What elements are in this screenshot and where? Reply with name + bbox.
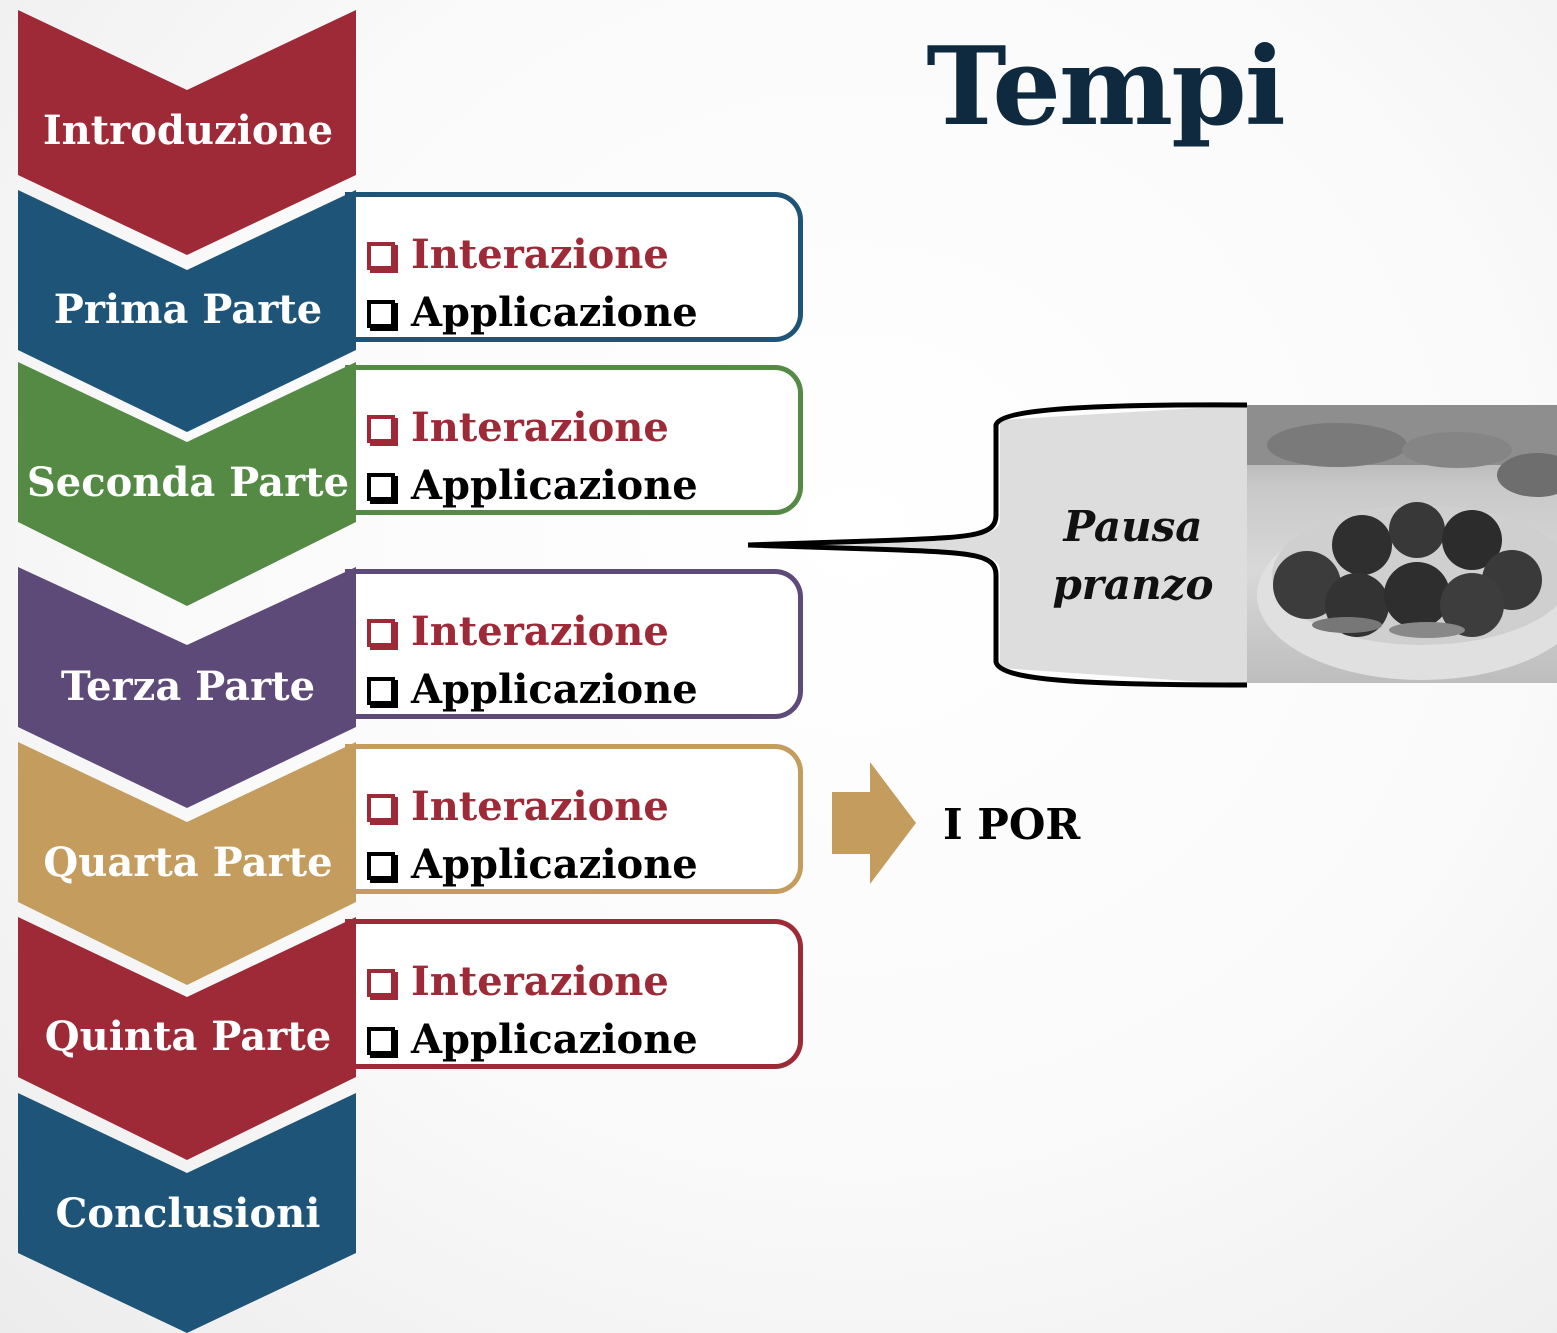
checkbox-icon bbox=[367, 415, 395, 443]
checkbox-icon bbox=[367, 300, 395, 328]
process-chevrons bbox=[18, 10, 356, 1333]
checkbox-icon bbox=[367, 969, 395, 997]
stage-label-seconda: Seconda Parte bbox=[26, 459, 350, 506]
stage-label-terza: Terza Parte bbox=[60, 663, 316, 710]
stage-box-quarta: Interazione Applicazione bbox=[345, 744, 803, 894]
stage-box-prima: Interazione Applicazione bbox=[345, 192, 803, 342]
chevron-quinta bbox=[18, 917, 356, 1160]
checklist-item-applicazione: Applicazione bbox=[367, 1020, 698, 1060]
checkbox-icon bbox=[367, 1027, 395, 1055]
stage-label-prima: Prima Parte bbox=[53, 286, 323, 333]
chevron-conclusioni bbox=[18, 1093, 356, 1333]
por-label: I POR bbox=[943, 800, 1081, 849]
checkbox-icon bbox=[367, 619, 395, 647]
callout-label: Pausa pranzo bbox=[1000, 498, 1266, 614]
page-title: Tempi bbox=[926, 24, 1286, 150]
chevron-prima bbox=[18, 190, 356, 432]
stage-label-introduzione: Introduzione bbox=[42, 107, 334, 154]
stage-label-quinta: Quinta Parte bbox=[44, 1013, 332, 1060]
right-arrow-icon bbox=[832, 762, 916, 884]
stage-box-seconda: Interazione Applicazione bbox=[345, 365, 803, 515]
checkbox-icon bbox=[367, 473, 395, 501]
lunch-photo bbox=[1247, 405, 1557, 683]
chevron-quarta bbox=[18, 742, 356, 985]
callout-line-pausa: Pausa bbox=[1063, 502, 1203, 551]
checklist-item-interazione: Interazione bbox=[367, 235, 669, 275]
checklist-item-applicazione: Applicazione bbox=[367, 845, 698, 885]
checklist-item-applicazione: Applicazione bbox=[367, 293, 698, 333]
stage-label-conclusioni: Conclusioni bbox=[55, 1190, 321, 1237]
checklist-item-interazione: Interazione bbox=[367, 612, 669, 652]
stage-box-quinta: Interazione Applicazione bbox=[345, 919, 803, 1069]
checklist-item-applicazione: Applicazione bbox=[367, 466, 698, 506]
checklist-item-interazione: Interazione bbox=[367, 787, 669, 827]
stage-box-terza: Interazione Applicazione bbox=[345, 569, 803, 719]
stage-label-quarta: Quarta Parte bbox=[43, 839, 333, 886]
checkbox-icon bbox=[367, 794, 395, 822]
checkbox-icon bbox=[367, 852, 395, 880]
chevron-seconda bbox=[18, 362, 356, 606]
chevron-terza bbox=[18, 567, 356, 808]
checklist-item-interazione: Interazione bbox=[367, 962, 669, 1002]
checklist-item-interazione: Interazione bbox=[367, 408, 669, 448]
checkbox-icon bbox=[367, 677, 395, 705]
checklist-item-applicazione: Applicazione bbox=[367, 670, 698, 710]
chevron-introduzione bbox=[18, 10, 356, 255]
callout-line-pranzo: pranzo bbox=[1052, 560, 1214, 609]
checkbox-icon bbox=[367, 242, 395, 270]
